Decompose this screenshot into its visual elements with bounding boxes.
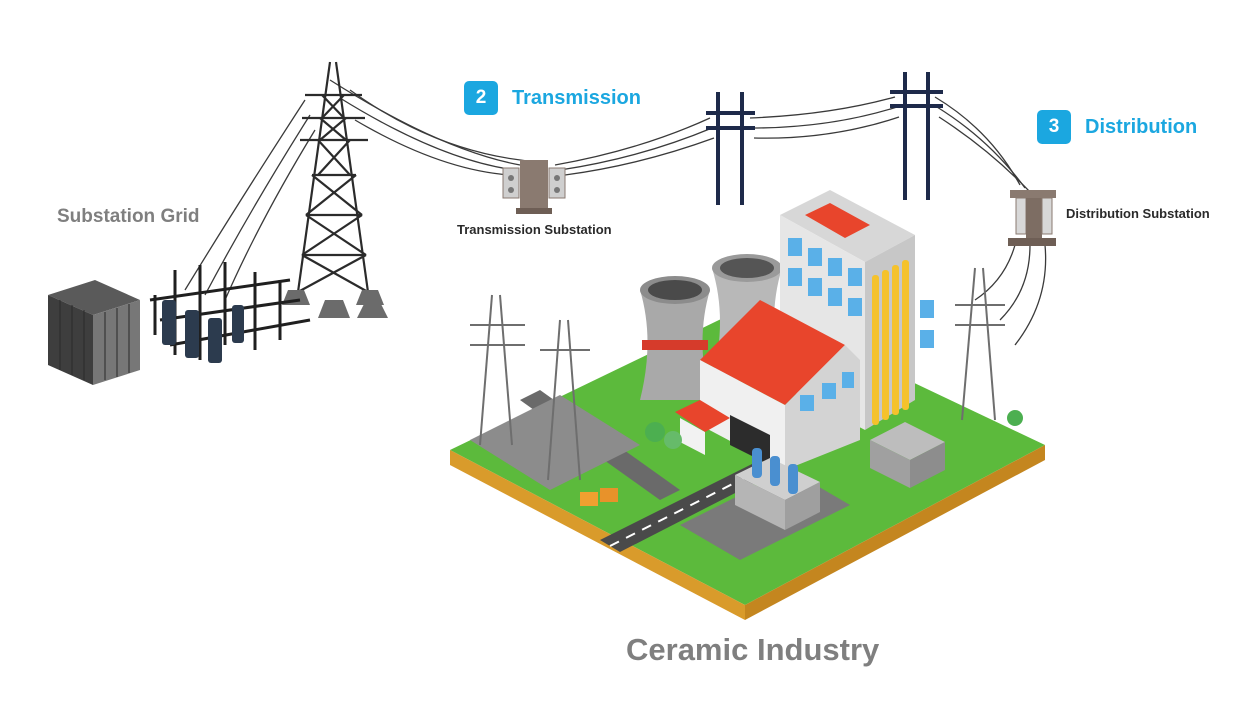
- utility-pole-2: [890, 72, 943, 200]
- stage-number: 3: [1037, 110, 1071, 144]
- substation-grid-equipment: [48, 262, 311, 385]
- utility-pole-1: [706, 92, 755, 205]
- transmission-stage-badge: 2 Transmission: [464, 80, 641, 116]
- substation-grid-label: Substation Grid: [57, 206, 200, 227]
- stage-title: Distribution: [1085, 115, 1198, 138]
- ceramic-industry-label: Ceramic Industry: [626, 632, 880, 667]
- stage-number: 2: [464, 81, 498, 115]
- distribution-substation-label: Distribution Substation: [1066, 206, 1210, 221]
- ceramic-plant-illustration: [450, 190, 1045, 620]
- distribution-stage-badge: 3 Distribution: [1037, 109, 1197, 145]
- stage-title: Transmission: [512, 86, 641, 109]
- distribution-substation-icon: [1008, 190, 1056, 246]
- transmission-substation-icon: [502, 160, 566, 214]
- tower-footings: [282, 290, 388, 318]
- power-lines: [184, 79, 1047, 346]
- lattice-tower: [296, 61, 370, 293]
- transmission-substation-label: Transmission Substation: [457, 222, 612, 237]
